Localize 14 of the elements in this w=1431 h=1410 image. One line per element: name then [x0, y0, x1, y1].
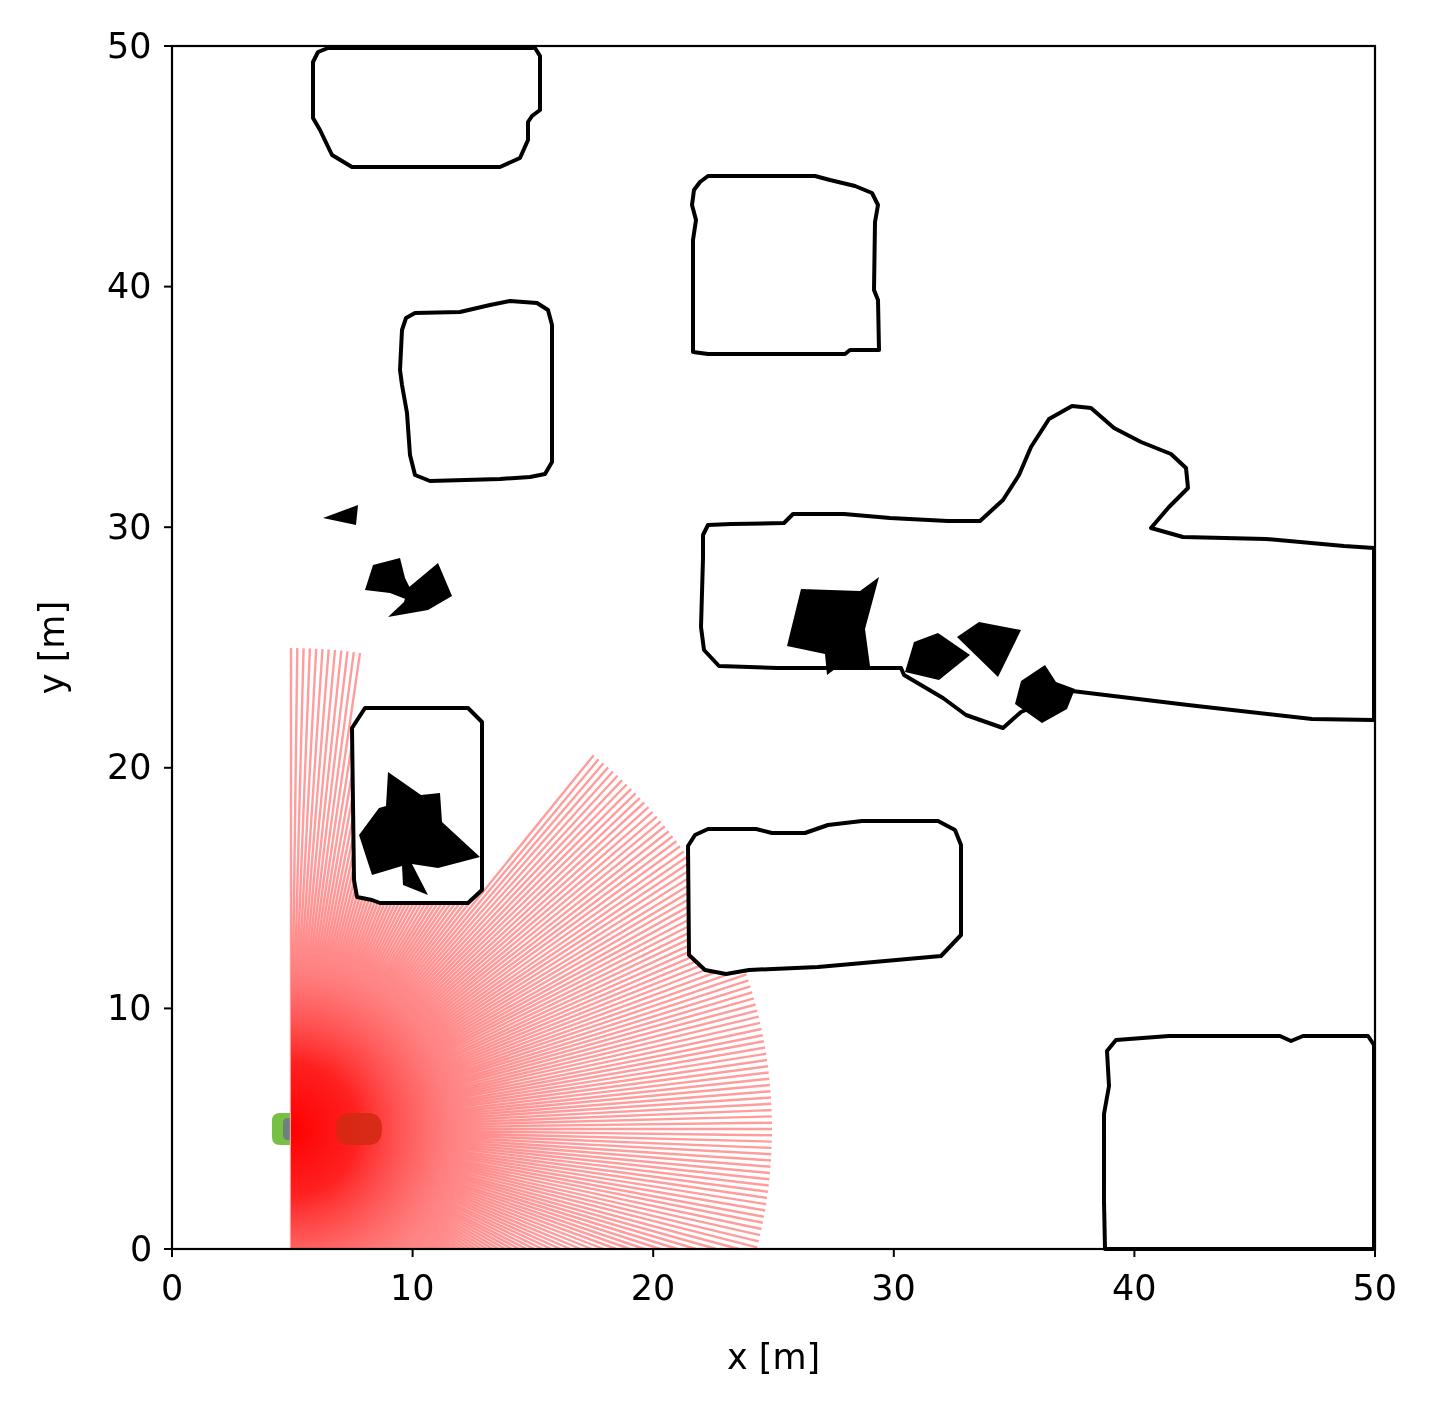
tick-label: 50 [107, 28, 152, 64]
tick-label: 0 [161, 1271, 184, 1306]
tick-label: 40 [107, 269, 152, 305]
tick-label: 0 [130, 1231, 153, 1267]
axis-title: y [m] [34, 600, 70, 695]
tick-label: 40 [1111, 1271, 1157, 1306]
tick-label: 30 [871, 1271, 916, 1306]
tick-label: 30 [107, 509, 152, 545]
tick-label: 50 [1352, 1271, 1398, 1306]
tick-label: 20 [107, 750, 152, 786]
tick-label: 10 [390, 1271, 435, 1306]
tick-label: 20 [630, 1271, 676, 1306]
tick-label: 10 [107, 990, 152, 1026]
axis-title: x [m] [727, 1340, 821, 1375]
